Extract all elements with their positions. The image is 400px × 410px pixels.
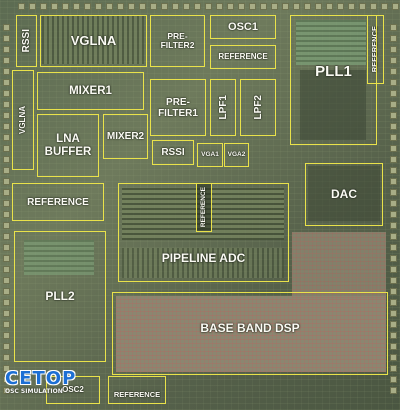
lna-buffer-label: LNA BUFFER [44,132,92,158]
pll2-capacitor-array [24,240,94,275]
rssi-top-block: RSSI [16,15,37,67]
vga1-label: VGA1 [201,151,219,159]
reference-bottom-block: REFERENCE [108,376,166,404]
pipeline-adc-label: PIPELINE ADC [161,250,246,265]
reference-bottom-label: REFERENCE [113,389,161,399]
dac-label: DAC [331,186,357,201]
mixer1-label: MIXER1 [69,84,112,97]
reference-center-label: REFERENCE [200,187,208,228]
dsp-routing-upper [292,232,386,298]
lpf2-label: LPF2 [252,95,264,120]
vglna-left-label: VGLNA [17,106,27,134]
left-bond-pads [3,24,10,394]
osc2-label: OSC2 [62,384,84,394]
baseband-dsp-logic [116,296,386,372]
prefilter1-label: PRE- FILTER1 [158,96,198,119]
vga2-block: VGA2 [224,143,249,167]
mixer2-label: MIXER2 [106,131,145,142]
reference-left-block: REFERENCE [12,183,104,221]
cetop-logo-brand: CETOP [5,368,77,389]
prefilter1-block: PRE- FILTER1 [150,79,206,136]
prefilter2-block: PRE- FILTER2 [150,15,205,67]
rssi-mid-block: RSSI [152,140,194,165]
top-bond-pads [18,3,400,10]
reference-top-label: REFERENCE [218,51,268,61]
dac-block: DAC [305,163,383,226]
vga2-label: VGA2 [227,151,246,159]
lpf2-block: LPF2 [240,79,276,136]
reference-top-block: REFERENCE [210,45,276,69]
pll1-label: PLL1 [315,62,352,80]
pll1-capacitor-array [296,20,366,65]
right-bond-pads [390,24,397,394]
cetop-logo-caption: OSC SIMULATION [5,388,63,395]
vglna-circuitry [42,16,144,64]
osc1-label: OSC1 [228,20,258,33]
reference-center-block: REFERENCE [196,183,212,232]
reference-left-label: REFERENCE [27,196,89,208]
pll2-block: PLL2 [14,231,106,362]
baseband-dsp-block: BASE BAND DSP [112,292,388,375]
osc2-block: OSC2 [46,376,100,404]
pll1-core [300,70,366,140]
prefilter2-label: PRE- FILTER2 [160,30,195,50]
pll2-label: PLL2 [45,288,75,303]
cetop-logo: CETOP OSC SIMULATION [5,368,76,395]
vga1-block: VGA1 [197,143,223,167]
vglna-top-label: VGLNA [70,32,117,48]
lpf1-label: LPF1 [217,95,229,120]
pll1-block: PLL1 [290,15,377,145]
mixer2-block: MIXER2 [103,114,148,159]
rssi-top-label: RSSI [21,29,32,53]
lna-buffer-block: LNA BUFFER [37,114,99,177]
osc1-block: OSC1 [210,15,276,39]
vglna-left-block: VGLNA [12,70,34,170]
adc-lower-circuitry [122,248,284,278]
baseband-dsp-label: BASE BAND DSP [200,320,300,335]
dac-core [308,166,380,221]
lpf1-block: LPF1 [210,79,236,136]
rssi-mid-label: RSSI [161,147,185,158]
mixer1-block: MIXER1 [37,72,144,110]
vglna-top-block: VGLNA [40,15,147,67]
